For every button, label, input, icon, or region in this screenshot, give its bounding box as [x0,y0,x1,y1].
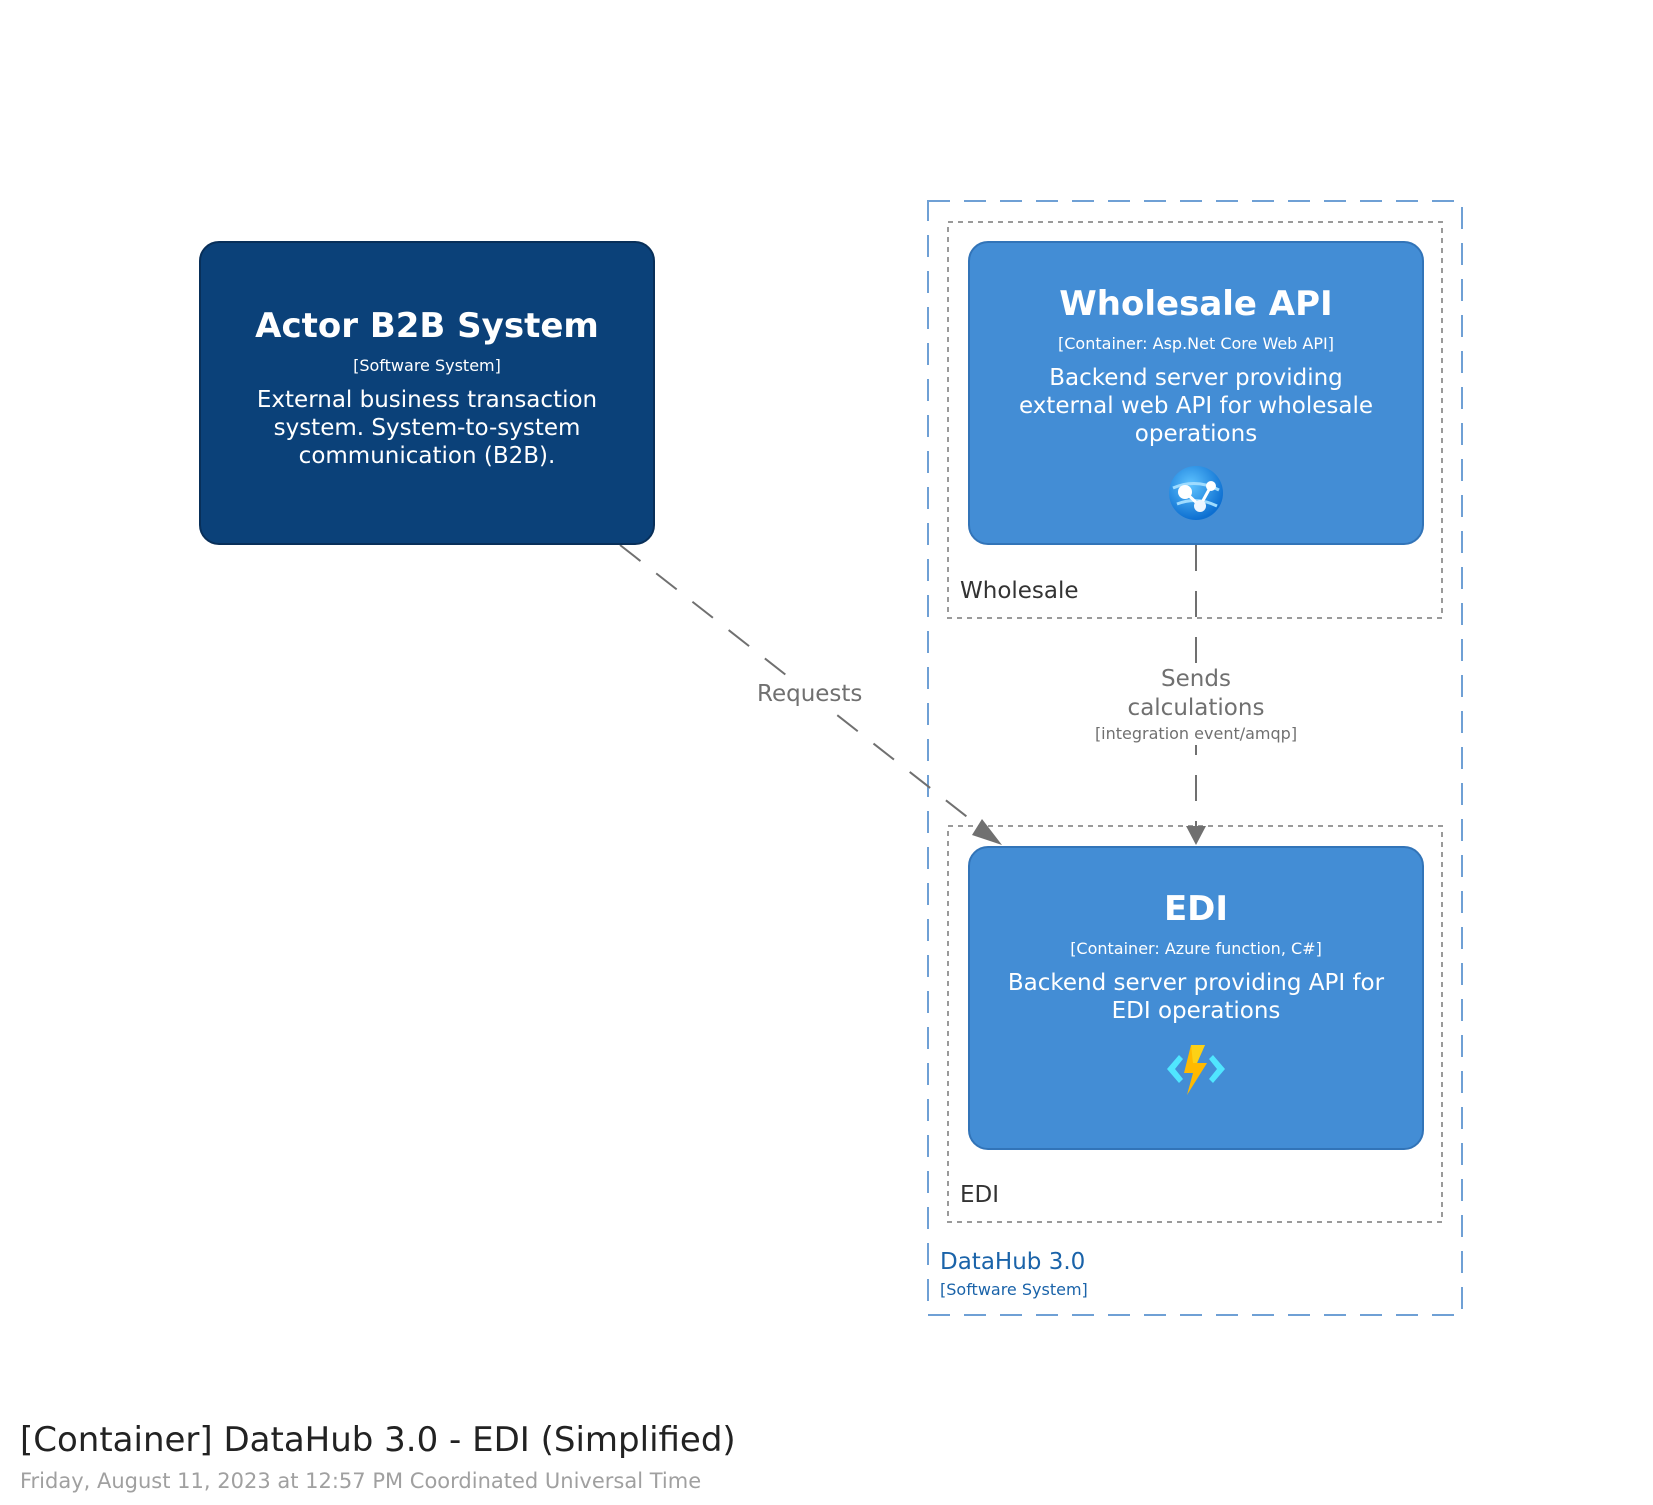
actor-b2b-system-element[interactable]: Actor B2B System [Software System] Exter… [199,241,655,545]
element-type: [Container: Asp.Net Core Web API] [1058,334,1334,353]
group-label-wholesale: Wholesale [960,578,1079,604]
relationship-requests-arrowhead [972,819,1002,845]
system-boundary-type: [Software System] [940,1280,1088,1299]
element-type: [Container: Azure function, C#] [1070,939,1322,958]
element-name: EDI [1163,889,1229,929]
azure-function-icon [1167,1045,1225,1095]
diagram-timestamp: Friday, August 11, 2023 at 12:57 PM Coor… [20,1469,702,1493]
diagram-title: [Container] DataHub 3.0 - EDI (Simplifie… [20,1420,736,1460]
system-boundary [927,200,1463,1316]
relationship-sends-arrowhead [1186,826,1206,845]
relationship-label-text: calculations [1127,695,1265,721]
relationship-requests-label: Requests [755,680,865,709]
group-label-edi: EDI [960,1182,1000,1208]
element-name: Actor B2B System [255,306,599,346]
edi-container[interactable]: EDI [Container: Azure function, C#] Back… [968,846,1424,1150]
relationship-requests-line [619,544,981,828]
element-type: [Software System] [353,356,501,375]
element-description: Backend server providing API for EDI ope… [1007,970,1385,1024]
element-description: Backend server providing external web AP… [1018,365,1374,447]
relationship-label-text: Requests [757,681,863,707]
azure-app-service-icon [1169,466,1223,520]
wholesale-api-container[interactable]: Wholesale API [Container: Asp.Net Core W… [968,241,1424,545]
element-description: External business transaction system. Sy… [256,387,598,469]
group-boundary-edi [947,825,1443,1223]
system-boundary-name: DataHub 3.0 [940,1249,1086,1275]
relationship-sends-label: Sends calculations [integration event/am… [1086,665,1306,745]
element-name: Wholesale API [1059,284,1333,324]
group-boundary-wholesale [947,221,1443,619]
relationship-label-text: Sends [1161,666,1231,692]
relationship-technology: [integration event/amqp] [1094,724,1298,743]
